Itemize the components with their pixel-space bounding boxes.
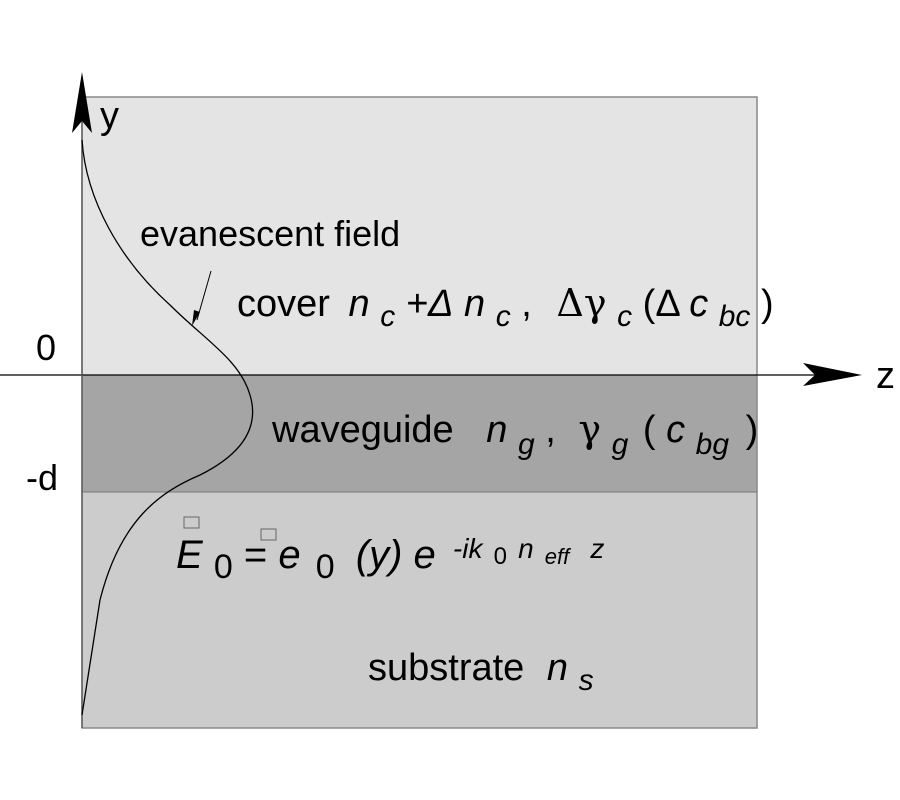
waveguide-gamma: γ bbox=[578, 407, 601, 451]
evanescent-pointer-arrow-icon bbox=[192, 310, 200, 326]
cover-n: n bbox=[348, 283, 369, 325]
equation-arg: (y) bbox=[356, 533, 403, 577]
equation-exp-k-sub: 0 bbox=[494, 543, 507, 570]
z-axis-arrow-icon bbox=[803, 363, 862, 386]
equation-exp-z: z bbox=[589, 533, 604, 564]
y-axis-arrow-icon bbox=[72, 72, 92, 133]
mode-field-profile-curve bbox=[81, 139, 254, 716]
cover-label: cover n c +Δ n c , Δγ c (Δ c bc ) bbox=[237, 281, 774, 335]
waveguide-gamma-sub: g bbox=[612, 428, 629, 461]
cover-gamma-sub: c bbox=[617, 300, 632, 333]
cover-n-sub: c bbox=[380, 300, 395, 333]
equation-exp-base: e bbox=[414, 533, 436, 577]
waveguide-comma: , bbox=[545, 409, 556, 451]
z-axis-label: z bbox=[876, 355, 895, 397]
waveguide-c: c bbox=[666, 409, 685, 451]
cover-c: c bbox=[689, 283, 708, 325]
equation-exp-ik: -ik bbox=[453, 533, 485, 564]
waveguide-layer bbox=[82, 375, 757, 492]
cover-c-sub: bc bbox=[719, 300, 751, 333]
substrate-n-sub: s bbox=[579, 664, 594, 697]
cover-n2: n bbox=[464, 283, 485, 325]
equation-e: e bbox=[278, 533, 300, 577]
equation-E: E bbox=[176, 533, 204, 577]
tick-label-minus-d: -d bbox=[26, 457, 58, 498]
waveguide-open-paren: ( bbox=[643, 409, 656, 451]
waveguide-label: waveguide n g , γ g ( c bg ) bbox=[271, 407, 758, 463]
equation-exp-n: n bbox=[518, 533, 534, 564]
y-axis-label: y bbox=[100, 95, 119, 137]
cover-close-paren: ) bbox=[761, 283, 774, 325]
equation-e-sub: 0 bbox=[316, 548, 335, 586]
cover-word: cover bbox=[237, 283, 330, 325]
vector-accent-E-icon bbox=[183, 516, 200, 529]
cover-plus-delta: +Δ bbox=[406, 283, 454, 325]
equation-exp-n-sub: eff bbox=[545, 544, 572, 569]
waveguide-n-sub: g bbox=[518, 428, 535, 461]
cover-delta-gamma: Δγ bbox=[556, 281, 606, 325]
tick-label-zero: 0 bbox=[36, 327, 56, 368]
cover-layer bbox=[82, 97, 757, 375]
vector-accent-e-icon bbox=[260, 528, 277, 541]
waveguide-c-sub: bg bbox=[696, 428, 730, 461]
waveguide-n: n bbox=[486, 409, 507, 451]
waveguide-word: waveguide bbox=[271, 409, 454, 451]
cover-n2-sub: c bbox=[496, 300, 511, 333]
waveguide-close-paren: ) bbox=[746, 409, 759, 451]
substrate-layer bbox=[82, 492, 757, 728]
cover-open-paren: (Δ bbox=[643, 283, 681, 325]
substrate-label: substrate n s bbox=[368, 647, 594, 697]
cover-comma: , bbox=[521, 283, 532, 325]
substrate-word: substrate bbox=[368, 647, 524, 689]
field-equation: E 0 = e 0 (y) e -ik 0 n eff z bbox=[176, 523, 604, 587]
evanescent-field-label: evanescent field bbox=[140, 213, 400, 254]
equation-equals: = bbox=[244, 533, 267, 577]
substrate-n: n bbox=[547, 647, 568, 689]
equation-E-sub: 0 bbox=[214, 548, 233, 586]
